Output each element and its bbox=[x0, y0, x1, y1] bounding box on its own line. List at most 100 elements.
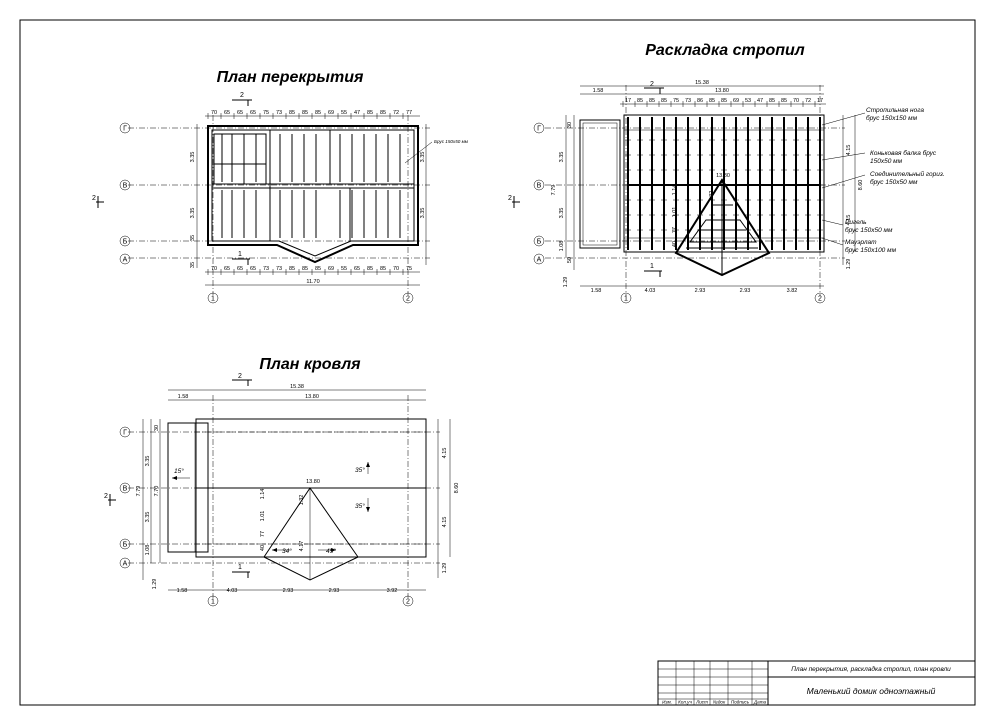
svg-text:1: 1 bbox=[650, 263, 654, 270]
leader-line bbox=[821, 174, 866, 189]
svg-text:2: 2 bbox=[240, 92, 244, 99]
sheet-frame bbox=[19, 19, 976, 706]
porch-inner bbox=[582, 122, 618, 246]
dim-right: 1.29 bbox=[846, 259, 852, 270]
dim-right: 4.15 bbox=[442, 448, 448, 459]
rafter-spacing-dim: 17 bbox=[817, 98, 823, 104]
floor-top-dim: 65 bbox=[250, 110, 256, 116]
section-mark-2-left: 2 bbox=[104, 493, 116, 506]
inner-dim: 13.80 bbox=[716, 173, 730, 179]
hip-dim: 77 bbox=[672, 227, 678, 233]
svg-text:А: А bbox=[537, 257, 542, 264]
rafter-spacing-dim: 86 bbox=[697, 98, 703, 104]
floor-bottom-dim: 73 bbox=[276, 266, 282, 272]
svg-text:Б: Б bbox=[537, 239, 542, 246]
svg-text:Г: Г bbox=[123, 430, 127, 437]
floor-bottom-dim: 70 bbox=[211, 266, 217, 272]
svg-text:1: 1 bbox=[238, 251, 242, 258]
axis-bubble-2: 2 bbox=[814, 292, 826, 304]
slope-arrow-north: 35° bbox=[355, 462, 370, 474]
floor-top-dim: 75 bbox=[263, 110, 269, 116]
title-block-frame bbox=[657, 660, 976, 706]
floor-bottom-dim: 55 bbox=[341, 266, 347, 272]
axis-bubble-v: В bbox=[533, 179, 545, 191]
svg-text:А: А bbox=[123, 257, 128, 264]
label-ridge: Коньковая балка брус bbox=[870, 149, 937, 157]
dim-right: 8.60 bbox=[454, 483, 460, 494]
hip-ties bbox=[689, 219, 757, 243]
svg-text:34°: 34° bbox=[282, 547, 292, 555]
axis-bubble-1: 1 bbox=[207, 292, 219, 304]
dim-right: 4.15 bbox=[846, 215, 852, 226]
axis-bubble-a: А bbox=[533, 253, 545, 265]
rafter-spacing-dim: 85 bbox=[661, 98, 667, 104]
svg-text:2: 2 bbox=[92, 195, 96, 202]
svg-text:15°: 15° bbox=[174, 467, 184, 475]
leader-line bbox=[404, 141, 433, 164]
floor-bottom-dim: 65 bbox=[354, 266, 360, 272]
svg-text:2: 2 bbox=[104, 493, 108, 500]
section-mark-2-left: 2 bbox=[508, 195, 520, 208]
total-dim: 15.38 bbox=[290, 384, 304, 390]
floor-bottom-dim: 69 bbox=[328, 266, 334, 272]
floor-total-dim: 11.70 bbox=[306, 279, 319, 285]
roof-outline bbox=[623, 114, 825, 253]
svg-text:45°: 45° bbox=[326, 547, 336, 555]
svg-text:А: А bbox=[123, 561, 128, 568]
slope-arrow-south: 35° bbox=[355, 498, 370, 512]
floor-bottom-dim: 75 bbox=[406, 266, 412, 272]
axis-bubble-g: Г bbox=[533, 122, 545, 134]
dim-left: 30 bbox=[154, 425, 160, 431]
sub-dim: 13.80 bbox=[715, 88, 729, 94]
bottom-dim: 4.03 bbox=[227, 588, 238, 594]
svg-text:1: 1 bbox=[211, 296, 215, 303]
axis-bubble-b: Б bbox=[119, 538, 131, 550]
svg-text:Г: Г bbox=[123, 126, 127, 133]
stamp-col: Лист bbox=[695, 700, 708, 705]
hip-dim: 1.01 bbox=[672, 207, 678, 218]
axis-bubble-2: 2 bbox=[402, 595, 414, 607]
section-mark-1: 1 bbox=[644, 263, 662, 277]
rafter-spacing-dim: 17 bbox=[625, 98, 631, 104]
hip-dim: 40 bbox=[672, 241, 678, 247]
floor-bottom-dim: 73 bbox=[263, 266, 269, 272]
label-mauerlat-size: брус 150х100 мм bbox=[845, 246, 897, 254]
label-tie: Соединительный гориз. bbox=[870, 170, 945, 178]
axis-bubble-b: Б bbox=[119, 235, 131, 247]
floor-top-dim: 85 bbox=[380, 110, 386, 116]
svg-text:2: 2 bbox=[406, 599, 410, 606]
stamp-col: Изм. bbox=[662, 700, 672, 705]
drawing-title: План перекрытия, раскладка стропил, план… bbox=[791, 665, 951, 673]
rafter-spacing-dim: 69 bbox=[733, 98, 739, 104]
dim-left: 7.79 bbox=[551, 185, 557, 196]
dim-right: 3.35 bbox=[420, 152, 426, 163]
label-tie-size: брус 150х50 мм bbox=[870, 178, 918, 186]
dim-left: 1.29 bbox=[152, 579, 158, 590]
floor-top-dim: 47 bbox=[354, 110, 360, 116]
svg-text:35°: 35° bbox=[355, 466, 365, 474]
rafter-spacing-dim: 72 bbox=[805, 98, 811, 104]
svg-text:2: 2 bbox=[818, 296, 822, 303]
floor-top-dim: 72 bbox=[393, 110, 399, 116]
svg-text:1: 1 bbox=[211, 599, 215, 606]
label-rafter-leg-size: брус 150х150 мм bbox=[866, 114, 918, 122]
label-ridel: Ригель bbox=[845, 219, 867, 226]
dim-left: 50 bbox=[567, 257, 573, 263]
section-mark-2-top: 2 bbox=[644, 81, 664, 94]
floor-bottom-dim: 85 bbox=[380, 266, 386, 272]
leader-line bbox=[821, 237, 844, 246]
rafter-spacing-dim: 85 bbox=[649, 98, 655, 104]
axis-bubble-g: Г bbox=[119, 122, 131, 134]
section-mark-1: 1 bbox=[232, 564, 250, 578]
axis-bubble-2: 2 bbox=[402, 292, 414, 304]
roof-hip-gable bbox=[263, 487, 359, 581]
leader-line bbox=[821, 152, 866, 161]
floor-bottom-dim: 85 bbox=[302, 266, 308, 272]
stamp-col: Подпись bbox=[731, 700, 750, 705]
label-mauerlat: Мауэрлат bbox=[845, 239, 877, 246]
dim-left: 3.35 bbox=[190, 208, 196, 219]
floor-top-dim: 85 bbox=[302, 110, 308, 116]
axis-bubble-v: В bbox=[119, 179, 131, 191]
dim-left: 3.35 bbox=[145, 512, 151, 523]
